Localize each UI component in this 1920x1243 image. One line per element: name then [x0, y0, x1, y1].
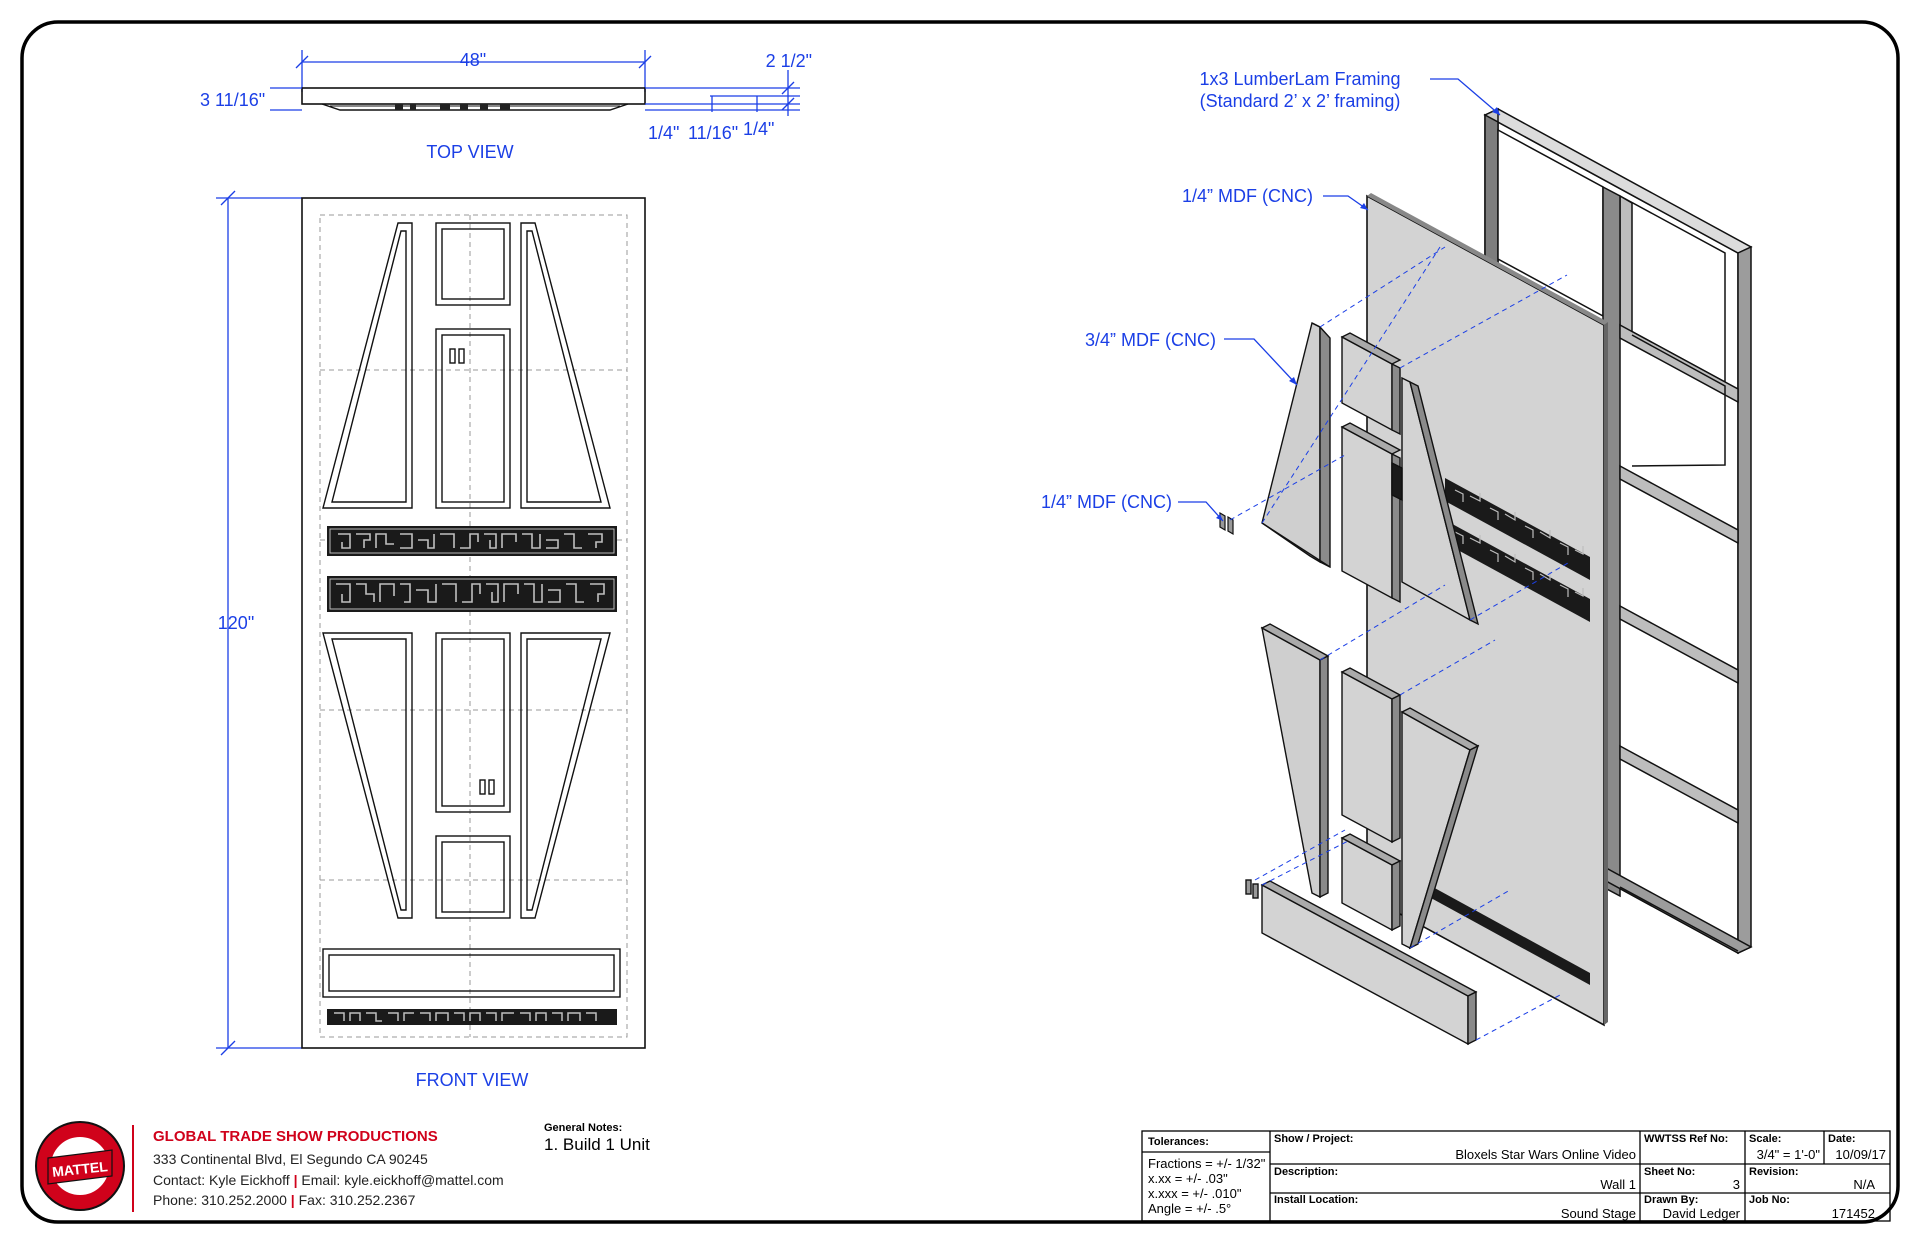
mdf-mid-callout: 3/4” MDF (CNC)	[1085, 330, 1216, 350]
isometric-view: 1x3 LumberLam Framing (Standard 2’ x 2’ …	[1041, 69, 1753, 1046]
tolerances-label: Tolerances:	[1148, 1136, 1209, 1148]
contact-separator: |	[290, 1172, 302, 1188]
ref-label: WWTSS Ref No:	[1644, 1133, 1728, 1145]
greeble-strip-2	[327, 576, 617, 612]
job-value: 171452	[1832, 1206, 1875, 1221]
top-dim-a: 1/4"	[648, 123, 679, 143]
greeble-strip-1	[327, 526, 617, 556]
show-value: Bloxels Star Wars Online Video	[1455, 1147, 1636, 1162]
drawn-label: Drawn By:	[1644, 1194, 1698, 1206]
title-block	[1141, 1130, 1891, 1222]
show-label: Show / Project:	[1274, 1133, 1353, 1145]
desc-value: Wall 1	[1600, 1177, 1636, 1192]
title-block-text: Tolerances: Fractions = +/- 1/32" x.xx =…	[1148, 1133, 1886, 1221]
front-height-dim: 120"	[218, 613, 254, 633]
mdf-small-pieces	[1219, 511, 1234, 536]
tol-xx: x.xx = +/- .03"	[1148, 1171, 1228, 1186]
tol-angle: Angle = +/- .5°	[1148, 1201, 1231, 1216]
tol-fractions: Fractions = +/- 1/32"	[1148, 1156, 1266, 1171]
top-depth-right-dim: 2 1/2"	[766, 51, 812, 71]
desc-label: Description:	[1274, 1166, 1338, 1178]
top-view-title: TOP VIEW	[426, 142, 513, 162]
tol-xxx: x.xxx = +/- .010"	[1148, 1186, 1242, 1201]
fax: Fax: 310.252.2367	[299, 1192, 416, 1208]
company-phone-line: Phone: 310.252.2000 | Fax: 310.252.2367	[153, 1192, 416, 1208]
date-value: 10/09/17	[1835, 1147, 1886, 1162]
phone-separator: |	[287, 1192, 299, 1208]
scale-value: 3/4" = 1'-0"	[1757, 1147, 1821, 1162]
company-logo: MATTEL	[35, 1121, 125, 1211]
install-label: Install Location:	[1274, 1194, 1358, 1206]
mdf-upper-pieces	[1261, 321, 1480, 626]
mdf-small-callout: 1/4” MDF (CNC)	[1041, 492, 1172, 512]
logo-text: MATTEL	[51, 1158, 109, 1180]
drawn-value: David Ledger	[1663, 1206, 1741, 1221]
greeble-strip-3	[327, 1009, 617, 1025]
top-depth-left-dim: 3 11/16"	[200, 90, 265, 110]
framing-callout-line2: (Standard 2’ x 2’ framing)	[1200, 91, 1401, 111]
notes-heading: General Notes:	[544, 1122, 622, 1134]
notes-item-1: 1. Build 1 Unit	[544, 1135, 650, 1154]
contact-email: Email: kyle.eickhoff@mattel.com	[301, 1172, 503, 1188]
top-width-dim: 48"	[460, 50, 486, 70]
company-contact-line: Contact: Kyle Eickhoff | Email: kyle.eic…	[153, 1172, 504, 1188]
sheet-border	[20, 20, 1900, 1224]
install-value: Sound Stage	[1561, 1206, 1636, 1221]
mdf-lower-pieces	[1245, 623, 1480, 1046]
mdf-back-callout: 1/4” MDF (CNC)	[1182, 186, 1313, 206]
framing-callout-line1: 1x3 LumberLam Framing	[1199, 69, 1400, 89]
job-label: Job No:	[1749, 1194, 1790, 1206]
phone: Phone: 310.252.2000	[153, 1192, 287, 1208]
top-dim-c: 1/4"	[743, 119, 774, 139]
front-view: 120"	[216, 190, 646, 1090]
contact-name: Contact: Kyle Eickhoff	[153, 1172, 290, 1188]
front-view-title: FRONT VIEW	[416, 1070, 529, 1090]
date-label: Date:	[1828, 1133, 1856, 1145]
scale-label: Scale:	[1749, 1133, 1781, 1145]
revision-value: N/A	[1853, 1177, 1875, 1192]
top-dim-b: 11/16"	[688, 123, 738, 143]
sheet-value: 3	[1733, 1177, 1740, 1192]
top-view: 48" 2 1/2" 1/4" 11/16" 1/4" 3 11/16" TOP…	[200, 50, 812, 162]
company-name: GLOBAL TRADE SHOW PRODUCTIONS	[153, 1128, 438, 1145]
company-address: 333 Continental Blvd, El Segundo CA 9024…	[153, 1151, 428, 1167]
revision-label: Revision:	[1749, 1166, 1799, 1178]
sheet-label: Sheet No:	[1644, 1166, 1695, 1178]
